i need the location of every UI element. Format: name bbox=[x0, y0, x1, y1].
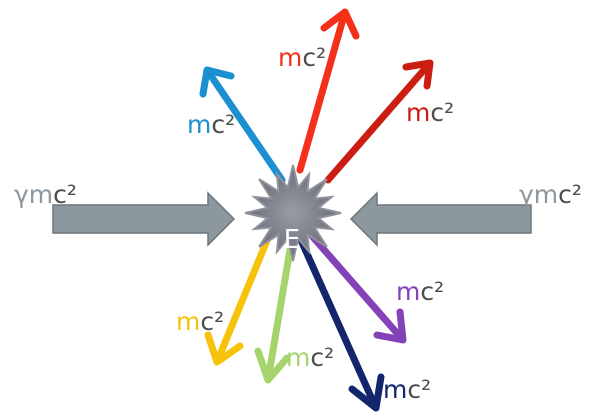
label-green: mc² bbox=[286, 343, 334, 372]
label-purple: mc² bbox=[396, 277, 444, 306]
arrow-green bbox=[254, 234, 296, 384]
arrow-blue bbox=[199, 66, 286, 184]
energy-label: E bbox=[284, 225, 300, 255]
label-left: γmc² bbox=[14, 180, 77, 209]
label-navy: mc² bbox=[383, 375, 431, 404]
collision-burst bbox=[244, 164, 342, 262]
label-yellow: mc² bbox=[176, 307, 224, 336]
arrow-purple bbox=[308, 232, 407, 344]
label-orange-red: mc² bbox=[278, 43, 326, 72]
label-right: γmc² bbox=[519, 180, 582, 209]
label-blue: mc² bbox=[187, 110, 235, 139]
arrow-dark-red bbox=[324, 59, 434, 184]
arrow-yellow bbox=[204, 234, 272, 366]
incoming-arrow-left bbox=[52, 191, 236, 247]
arrow-navy bbox=[296, 234, 385, 412]
label-dark-red: mc² bbox=[406, 98, 454, 127]
arrow-orange-red bbox=[296, 8, 360, 174]
incoming-arrow-right bbox=[349, 191, 532, 247]
